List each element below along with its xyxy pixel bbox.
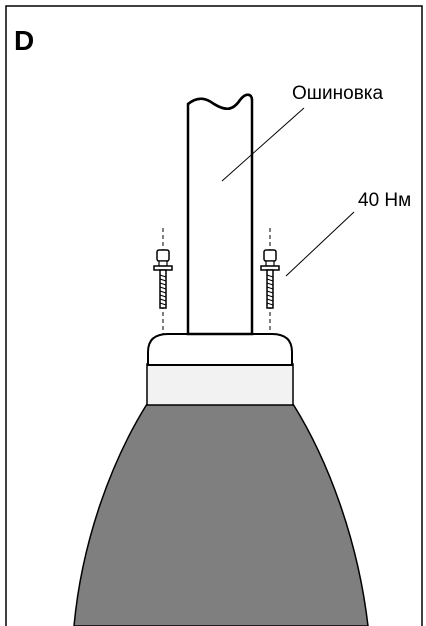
panel-border <box>5 5 423 626</box>
torque-leader-line <box>285 211 355 277</box>
right-bolt <box>260 249 280 309</box>
insulator-collar <box>146 363 294 406</box>
busbar-tube <box>186 93 254 336</box>
busbar-top-wave <box>187 93 254 110</box>
insulator-cap <box>147 333 293 366</box>
torque-label: 40 Нм <box>358 190 411 211</box>
left-bolt <box>153 249 173 309</box>
insulator-body <box>73 403 369 626</box>
busbar-label: Ошиновка <box>292 83 384 104</box>
busbar-leader-line <box>221 107 305 182</box>
panel-letter: D <box>14 25 34 56</box>
